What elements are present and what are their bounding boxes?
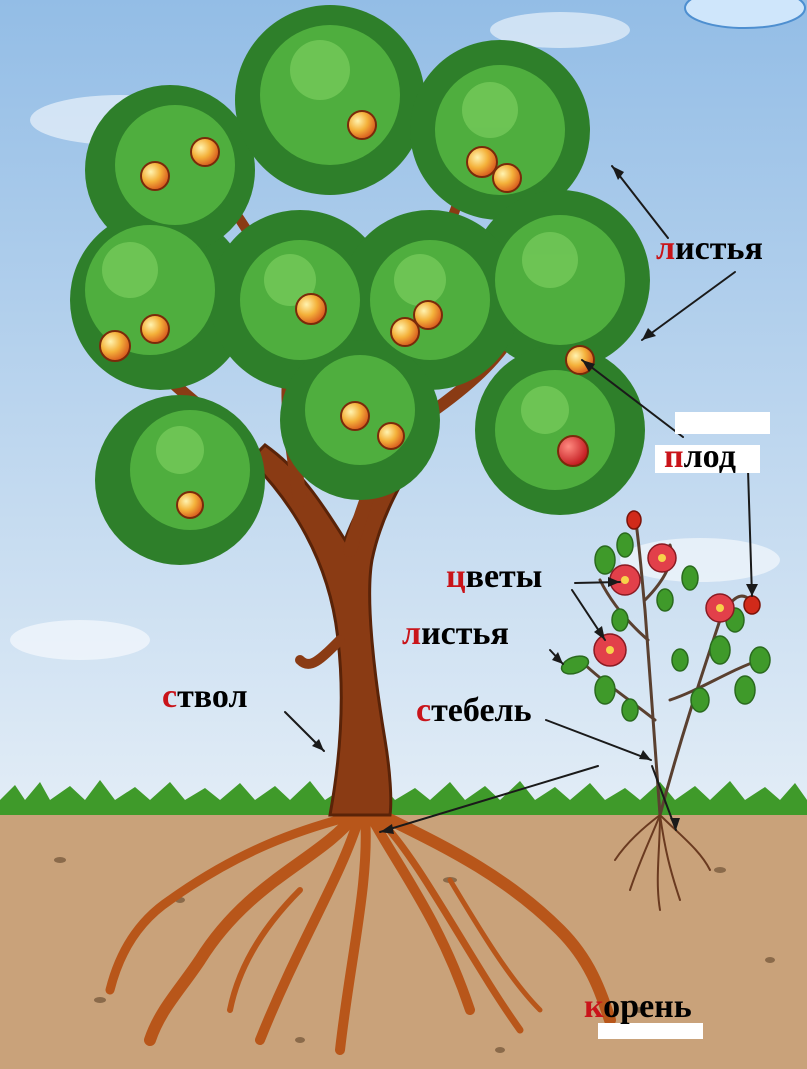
- label-fruit: плод: [660, 440, 740, 474]
- blank-bar: [675, 412, 770, 434]
- label-root: корень: [580, 990, 696, 1024]
- label-stem: стебель: [412, 694, 536, 728]
- label-tree-leaves: листья: [652, 232, 767, 266]
- tree-foliage: [70, 5, 650, 565]
- label-trunk: ствол: [158, 680, 252, 714]
- blank-bar: [598, 1023, 703, 1039]
- label-flowers: цветы: [442, 560, 546, 594]
- label-shrub-leaves: листья: [398, 617, 513, 651]
